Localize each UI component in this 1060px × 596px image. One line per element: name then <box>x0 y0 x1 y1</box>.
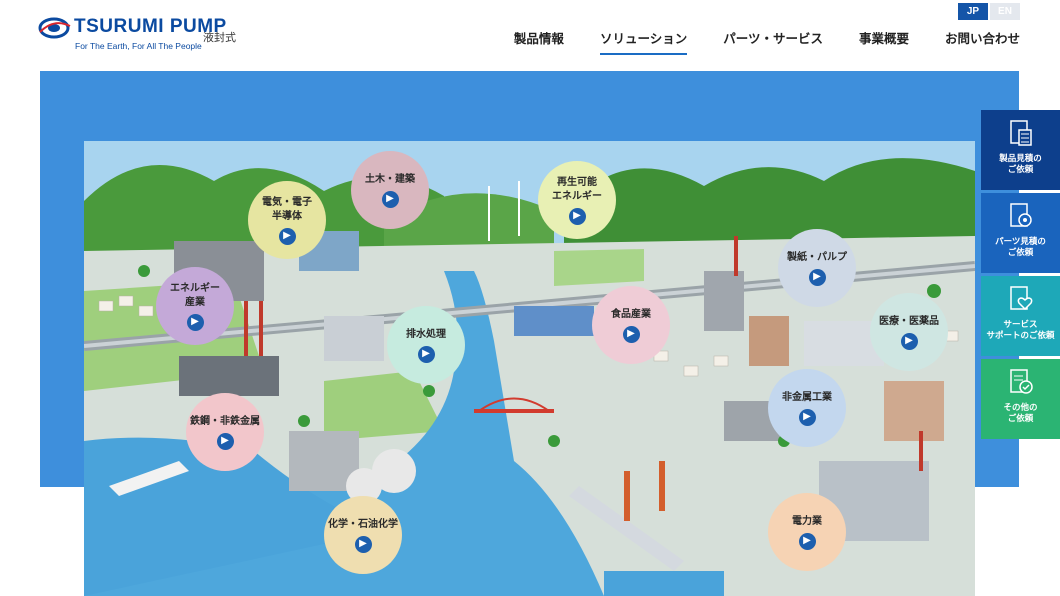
nav-contact[interactable]: お問い合わせ <box>944 31 1020 46</box>
service-support-button[interactable]: サービス サポートのご依頼 <box>981 276 1060 356</box>
heart-document-icon <box>1006 284 1036 314</box>
chevron-right-icon: ▶ <box>216 432 234 450</box>
industry-paper-pulp[interactable]: 製紙・パルプ ▶ <box>778 229 856 307</box>
side-button-label: パーツ見積の ご依頼 <box>995 237 1046 259</box>
industry-steel-nonferrous[interactable]: 鉄鋼・非鉄金属 ▶ <box>186 393 264 471</box>
industry-label: 鉄鋼・非鉄金属 <box>190 415 260 427</box>
nav-parts-service[interactable]: パーツ・サービス <box>723 31 823 46</box>
tsurumi-logo[interactable]: TSURUMI PUMP For The Earth, For All The … <box>38 14 226 54</box>
other-request-button[interactable]: その他の ご依頼 <box>981 359 1060 439</box>
main-nav: 製品情報 ソリューション パーツ・サービス 事業概要 お問い合わせ <box>478 28 1020 55</box>
industry-label: 排水処理 <box>406 328 446 340</box>
industry-medical-pharma[interactable]: 医療・医薬品 ▶ <box>870 293 948 371</box>
side-button-label: 製品見積の ご依頼 <box>999 154 1042 176</box>
industry-power[interactable]: 電力業 ▶ <box>768 493 846 571</box>
industry-label: 電力業 <box>792 515 822 527</box>
chevron-right-icon: ▶ <box>622 325 640 343</box>
site-header: TSURUMI PUMP For The Earth, For All The … <box>0 0 1060 70</box>
city-illustration <box>84 141 975 596</box>
chevron-right-icon: ▶ <box>568 207 586 225</box>
brand-name: TSURUMI PUMP <box>74 16 227 37</box>
brand-tagline: For The Earth, For All The People <box>75 41 202 51</box>
calculator-document-icon <box>1006 118 1036 148</box>
swirl-logo-icon <box>38 17 71 39</box>
lang-jp-button[interactable]: JP <box>958 3 988 20</box>
chevron-right-icon: ▶ <box>354 535 372 553</box>
chevron-right-icon: ▶ <box>278 227 296 245</box>
page-subtitle: 液封式 <box>203 31 236 44</box>
parts-quote-button[interactable]: パーツ見積の ご依頼 <box>981 193 1060 273</box>
nav-products[interactable]: 製品情報 <box>513 31 564 46</box>
product-quote-button[interactable]: 製品見積の ご依頼 <box>981 110 1060 190</box>
industry-label: エネルギー 産業 <box>170 282 220 308</box>
chevron-right-icon: ▶ <box>381 190 399 208</box>
language-switch: JP EN <box>958 3 1020 20</box>
industry-label: 医療・医薬品 <box>879 315 939 327</box>
industry-label: 製紙・パルプ <box>787 251 847 263</box>
industry-renewable-energy[interactable]: 再生可能 エネルギー ▶ <box>538 161 616 239</box>
industry-label: 再生可能 エネルギー <box>552 176 602 202</box>
industry-electronics-semiconductor[interactable]: 電気・電子 半導体 ▶ <box>248 181 326 259</box>
industry-chemical-petrochemical[interactable]: 化学・石油化学 ▶ <box>324 496 402 574</box>
gear-document-icon <box>1006 201 1036 231</box>
checklist-icon <box>1006 367 1036 397</box>
nav-business[interactable]: 事業概要 <box>858 31 909 46</box>
lang-en-button[interactable]: EN <box>990 3 1020 20</box>
industry-label: 食品産業 <box>611 308 651 320</box>
industry-label: 電気・電子 半導体 <box>262 196 312 222</box>
industry-label: 土木・建築 <box>365 173 415 185</box>
industry-civil-construction[interactable]: 土木・建築 ▶ <box>351 151 429 229</box>
industry-map: 土木・建築 ▶ 電気・電子 半導体 ▶ 再生可能 エネルギー ▶ 製紙・パルプ … <box>84 141 975 596</box>
chevron-right-icon: ▶ <box>808 268 826 286</box>
industry-food[interactable]: 食品産業 ▶ <box>592 286 670 364</box>
industry-nonmetal[interactable]: 非金属工業 ▶ <box>768 369 846 447</box>
chevron-right-icon: ▶ <box>798 532 816 550</box>
chevron-right-icon: ▶ <box>798 408 816 426</box>
nav-solutions[interactable]: ソリューション <box>599 28 688 55</box>
industry-energy[interactable]: エネルギー 産業 ▶ <box>156 267 234 345</box>
chevron-right-icon: ▶ <box>417 345 435 363</box>
side-button-label: サービス サポートのご依頼 <box>986 320 1055 342</box>
chevron-right-icon: ▶ <box>900 332 918 350</box>
chevron-right-icon: ▶ <box>186 313 204 331</box>
side-button-label: その他の ご依頼 <box>1003 403 1038 425</box>
industry-wastewater[interactable]: 排水処理 ▶ <box>387 306 465 384</box>
industry-label: 非金属工業 <box>782 391 832 403</box>
industry-label: 化学・石油化学 <box>328 518 398 530</box>
